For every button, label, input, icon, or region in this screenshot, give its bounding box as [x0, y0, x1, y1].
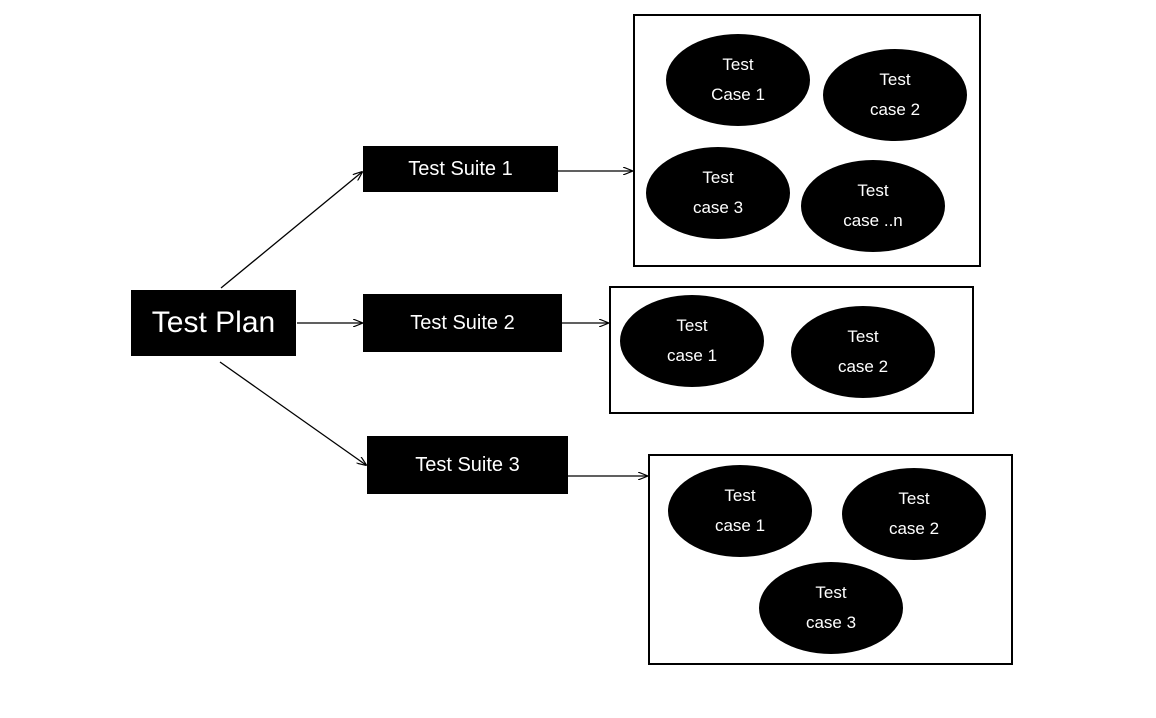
- test-case-line-2: case ..n: [843, 211, 903, 230]
- suite-2-test-case-1: Test case 1: [620, 295, 764, 387]
- test-case-line-2: case 1: [666, 346, 718, 365]
- suite-3-test-case-1: Test case 1: [668, 465, 812, 557]
- suite-1-test-case-n: Test case ..n: [801, 160, 945, 252]
- suite-1-test-cases-box: Test Case 1 Test case 2 Test case 3 Test…: [633, 14, 981, 267]
- test-suite-3-label: Test Suite 3: [415, 453, 520, 476]
- test-plan-node: Test Plan: [131, 290, 296, 356]
- test-case-line-2: Case 1: [711, 85, 765, 104]
- test-suite-1-label: Test Suite 1: [408, 157, 513, 180]
- test-suite-2-label: Test Suite 2: [410, 311, 515, 334]
- test-case-line-2: case 2: [869, 100, 921, 119]
- suite-3-test-case-2: Test case 2: [842, 468, 986, 560]
- test-case-line-2: case 2: [837, 357, 889, 376]
- test-case-line-1: Test: [724, 486, 756, 505]
- test-case-line-2: case 3: [692, 198, 744, 217]
- test-case-line-2: case 1: [714, 516, 766, 535]
- suite-1-test-case-3: Test case 3: [646, 147, 790, 239]
- test-case-line-1: Test: [815, 583, 847, 602]
- suite-3-test-case-3: Test case 3: [759, 562, 903, 654]
- test-suite-3-node: Test Suite 3: [367, 436, 568, 494]
- test-case-line-1: Test: [676, 316, 708, 335]
- test-case-line-2: case 3: [805, 613, 857, 632]
- test-case-line-1: Test: [879, 70, 911, 89]
- test-suite-1-node: Test Suite 1: [363, 146, 558, 192]
- test-case-line-1: Test: [847, 327, 879, 346]
- suite-2-test-cases-box: Test case 1 Test case 2: [609, 286, 974, 414]
- test-case-line-1: Test: [722, 55, 754, 74]
- plan-to-suite-3-arrow: [219, 361, 366, 465]
- test-suite-2-node: Test Suite 2: [363, 294, 562, 352]
- test-case-line-1: Test: [702, 168, 734, 187]
- test-plan-label: Test Plan: [151, 306, 276, 339]
- suite-1-test-case-1: Test Case 1: [666, 34, 810, 126]
- suite-1-test-case-2: Test case 2: [823, 49, 967, 141]
- test-case-line-2: case 2: [888, 519, 940, 538]
- plan-to-suite-1-arrow: [220, 172, 362, 289]
- suite-3-test-cases-box: Test case 1 Test case 2 Test case 3: [648, 454, 1013, 665]
- test-case-line-1: Test: [898, 489, 930, 508]
- test-case-line-1: Test: [857, 181, 889, 200]
- suite-2-test-case-2: Test case 2: [791, 306, 935, 398]
